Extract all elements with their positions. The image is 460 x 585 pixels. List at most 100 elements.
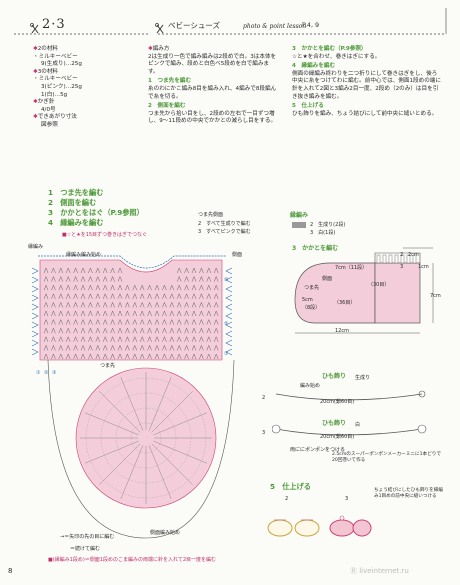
stitch-symbol	[51, 318, 56, 325]
stitch-symbol	[132, 284, 138, 291]
stitch-symbol	[110, 310, 115, 317]
shoe-3-left	[329, 519, 355, 537]
stitch-symbol	[58, 284, 64, 291]
step3-title: 3 かかとを編む（P.9参照）	[292, 46, 367, 52]
stitch-symbol	[102, 318, 108, 325]
dim-3: 3	[400, 264, 404, 270]
stitch-symbol	[73, 327, 78, 334]
stitch-symbol	[88, 318, 93, 325]
side-arrows	[31, 267, 233, 356]
stitch-symbol	[191, 318, 197, 325]
stitch-symbol	[176, 275, 182, 282]
toe-round	[115, 407, 177, 469]
stitch-symbol	[147, 344, 152, 351]
stitch-symbol	[191, 267, 197, 274]
stitch-symbol	[95, 275, 101, 282]
how-section: ✱編み方 2は生成り一色で編み編みは2段めで白。3は本体をピンクで編み、段めと白…	[148, 46, 277, 125]
stitch-symbol	[191, 344, 197, 351]
pattern-subtitle: photo & point lesson	[243, 23, 307, 30]
stitch-symbol	[132, 310, 138, 317]
toe-spokes	[80, 372, 212, 504]
side-arrow	[225, 339, 233, 347]
crochet-chart	[31, 255, 235, 539]
stitch-symbol	[73, 344, 78, 351]
stitch-symbol	[184, 284, 189, 291]
toe-label: つま先	[100, 363, 116, 369]
toe-spoke	[99, 391, 141, 433]
stitch-symbol	[58, 353, 64, 360]
stitch-symbol	[162, 353, 167, 360]
stitch-symbol	[102, 301, 108, 308]
stitch-symbol	[58, 336, 64, 342]
stitch-symbol	[206, 293, 212, 299]
toe-spoke	[148, 376, 172, 431]
side-arrow	[31, 330, 39, 338]
cord-title-2: ひも飾り	[322, 420, 347, 427]
stitch-symbol	[73, 284, 78, 291]
toe-round	[130, 422, 162, 454]
stitch-symbol	[80, 327, 86, 334]
step4-body: 側面の縁編み終わりを二つ折りにして巻きはぎをし、後ろ中央に糸をつけてわに編む。前…	[292, 70, 441, 100]
stitch-symbol	[117, 344, 123, 351]
toe-round	[100, 392, 192, 484]
steps-list: 1 つま先を編む 2 側面を編む 3 かかとをはぐ（P.9参照） 4 縁編みを編…	[48, 188, 144, 228]
stitch-symbol	[65, 336, 71, 342]
stitch-symbol	[184, 267, 189, 274]
stitch-symbol	[43, 344, 49, 351]
stitch-symbol	[162, 293, 167, 299]
diagram-side-label: 側面	[322, 276, 333, 282]
stitch-symbol	[43, 284, 49, 291]
stitch-symbol	[199, 293, 204, 299]
stitch-symbol	[58, 318, 64, 325]
item2-line-1: ・ミルキーベビー	[33, 53, 78, 60]
stitch-symbol	[125, 301, 130, 308]
stitch-symbol	[125, 327, 130, 334]
stitch-symbol	[176, 293, 182, 299]
stitch-symbol	[88, 327, 93, 334]
chart-legend-3: 3 すべてピンクで編む	[198, 229, 251, 235]
stitch-symbol	[154, 344, 160, 351]
cord-color-2: 生成り	[355, 375, 371, 381]
stitch-symbol	[213, 301, 219, 308]
stitch-symbol	[73, 310, 78, 317]
stitch-symbol	[58, 293, 64, 299]
heel-tooth	[376, 254, 381, 264]
stitch-symbol	[125, 284, 130, 291]
stitch-symbol	[43, 336, 49, 342]
stitch-symbol	[213, 344, 219, 351]
stitch-symbol	[88, 275, 93, 282]
side-arrow	[225, 276, 233, 284]
stitch-symbol	[199, 327, 204, 334]
stitch-symbol	[169, 344, 175, 351]
dim-36: （36目）	[334, 300, 356, 306]
step3-body: ☆と★を合わせ、巻きはぎにする。	[292, 53, 381, 60]
side-arrow	[31, 276, 39, 284]
stitch-symbol	[132, 318, 138, 325]
pattern-number: 2·3	[42, 17, 66, 32]
stitch-symbol	[169, 327, 175, 334]
stitch-symbol	[73, 275, 78, 282]
stitch-symbol	[51, 344, 56, 351]
side-arrow	[31, 339, 39, 347]
stitch-symbol	[80, 336, 86, 342]
step1-title: 1 つま先を編む	[148, 78, 192, 85]
stitch-symbol	[117, 310, 123, 317]
item3-line-1: ・ミルキーベビー	[33, 76, 78, 83]
stitch-symbol	[139, 293, 145, 299]
heel-title: 3 かかとを編む	[292, 245, 339, 252]
shoe-2-left	[267, 519, 293, 537]
stitch-symbol	[110, 293, 115, 299]
stitch-symbol	[154, 318, 160, 325]
stitch-symbol	[73, 318, 78, 325]
how-intro: 2は生成り一色で編み編みは2段めで白。3は本体をピンクで編み、段めと白色ベ5段め…	[148, 53, 277, 75]
heel-tooth	[394, 254, 399, 264]
left-num-1: ①	[36, 370, 41, 376]
edge-row	[38, 255, 226, 269]
stitch-symbol	[199, 353, 204, 360]
stitch-symbol	[117, 353, 123, 360]
stitch-symbol	[125, 293, 130, 299]
stitch-symbol	[65, 327, 71, 334]
stitch-symbol	[169, 293, 175, 299]
heel-tooth	[382, 254, 387, 264]
toe-spoke	[148, 445, 172, 500]
